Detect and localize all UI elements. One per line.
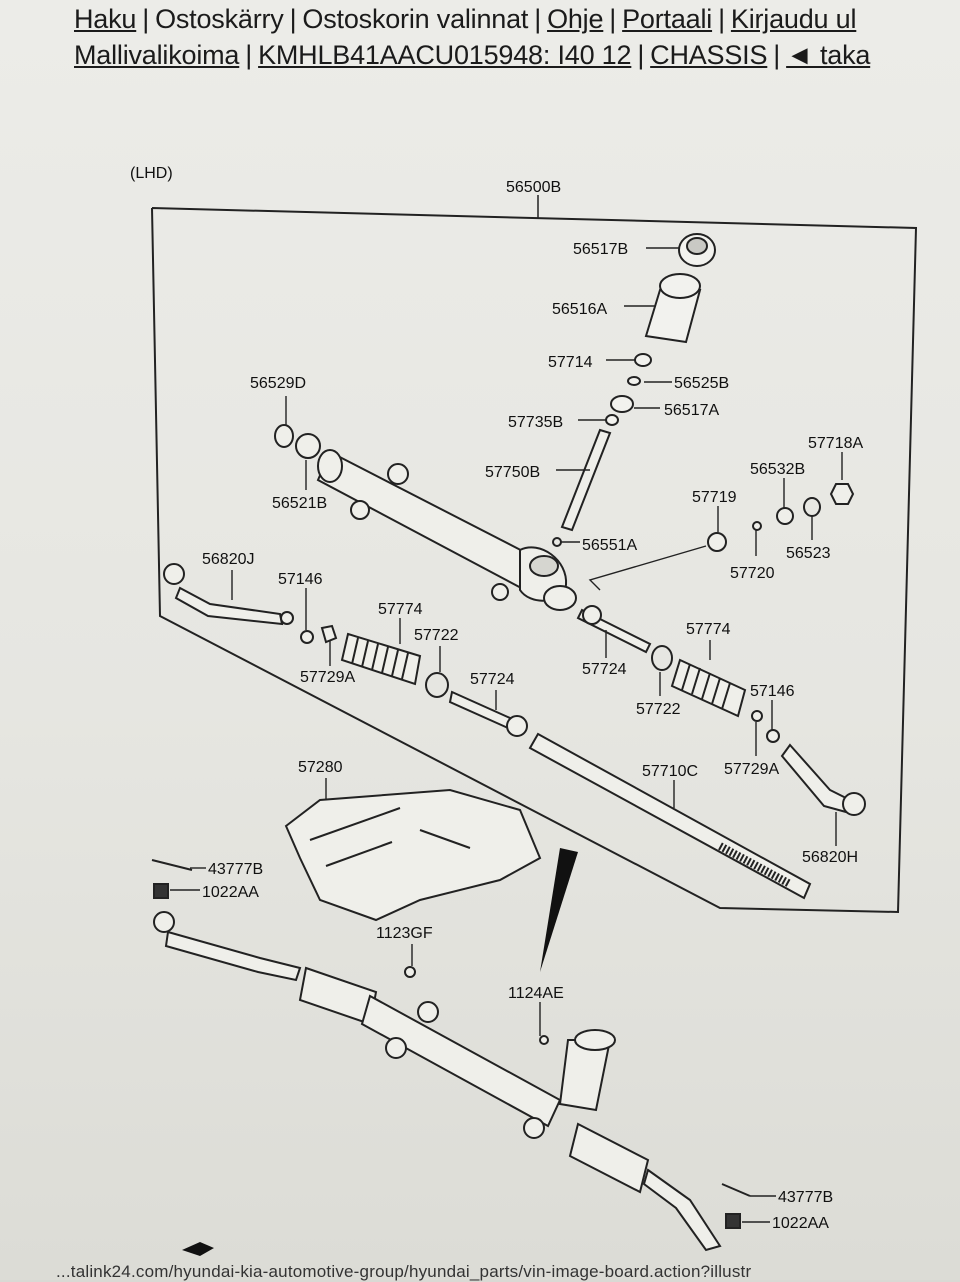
part-label-56820J: 56820J	[202, 551, 255, 568]
part-label-57729A-right: 57729A	[724, 761, 779, 778]
pinion-cap-part	[605, 233, 716, 426]
pinion-shaft-part	[552, 428, 612, 547]
left-bellows-part	[340, 632, 449, 698]
nav-separator: |	[534, 4, 542, 34]
nav-separator: |	[609, 4, 617, 34]
inner-tie-rod-parts	[448, 605, 673, 737]
right-fastener-parts	[707, 483, 855, 552]
lower-fastener-parts	[151, 859, 751, 1229]
part-label-56517A: 56517A	[664, 402, 719, 419]
nav-row1-item-4[interactable]: Portaali	[622, 4, 713, 34]
nav-row-1: Haku|Ostoskärry|Ostoskorin valinnat|Ohje…	[74, 4, 856, 35]
nav-row2-item-0[interactable]: Mallivalikoima	[74, 40, 240, 70]
part-label-1124AE: 1124AE	[508, 985, 564, 1002]
part-label-43777B-upper: 43777B	[208, 861, 263, 878]
part-label-56516A: 56516A	[552, 301, 607, 318]
part-label-57146-right: 57146	[750, 683, 795, 700]
part-label-1123GF: 1123GF	[376, 925, 433, 942]
left-tie-rod-end-part	[163, 563, 338, 644]
leader-lines	[170, 247, 843, 1223]
right-tie-rod-end-part	[780, 743, 866, 816]
part-label-57722-left: 57722	[414, 627, 459, 644]
part-label-57724-right: 57724	[582, 661, 627, 678]
part-label-56820H: 56820H	[802, 849, 858, 866]
part-label-1022AA-lower: 1022AA	[772, 1215, 829, 1232]
nav-row2-item-1[interactable]: KMHLB41AACU015948: I40 12	[258, 40, 632, 70]
nav-row1-item-2: Ostoskorin valinnat	[302, 4, 529, 34]
nav-row1-item-0[interactable]: Haku	[74, 4, 137, 34]
page-arrow-icon	[182, 1242, 214, 1256]
part-label-57710C: 57710C	[642, 763, 698, 780]
part-label-56523: 56523	[786, 545, 831, 562]
left-seal-parts	[274, 424, 321, 459]
nav-row-2: Mallivalikoima|KMHLB41AACU015948: I40 12…	[74, 40, 870, 71]
part-label-56551A: 56551A	[582, 537, 637, 554]
nav-separator: |	[142, 4, 150, 34]
part-label-1022AA-upper: 1022AA	[202, 884, 259, 901]
part-label-56532B: 56532B	[750, 461, 805, 478]
assembled-rack-part	[153, 911, 722, 1252]
direction-wedge-icon	[540, 848, 578, 972]
part-label-57750B: 57750B	[485, 464, 540, 481]
part-label-57722-right: 57722	[636, 701, 681, 718]
part-label-56517B: 56517B	[573, 241, 628, 258]
part-label-57729A-left: 57729A	[300, 669, 355, 686]
part-label-57724-left: 57724	[470, 671, 515, 688]
part-label-57718A: 57718A	[808, 435, 863, 452]
nav-row2-item-2[interactable]: CHASSIS	[650, 40, 768, 70]
nav-separator: |	[773, 40, 781, 70]
part-label-56525B: 56525B	[674, 375, 729, 392]
part-label-57735B: 57735B	[508, 414, 563, 431]
nav-row1-item-3[interactable]: Ohje	[547, 4, 604, 34]
part-label-57774-left: 57774	[378, 601, 423, 618]
part-label-56529D: 56529D	[250, 375, 306, 392]
nav-separator: |	[637, 40, 645, 70]
steering-rack-bar-part	[528, 732, 812, 900]
nav-separator: |	[289, 4, 297, 34]
variant-label: (LHD)	[130, 165, 173, 182]
part-label-43777B-lower: 43777B	[778, 1189, 833, 1206]
part-label-56500B: 56500B	[506, 179, 561, 196]
nav-row1-item-1: Ostoskärry	[155, 4, 284, 34]
part-label-57280: 57280	[298, 759, 343, 776]
nav-row1-item-5[interactable]: Kirjaudu ul	[730, 4, 857, 34]
part-labels: (LHD) 56500B 56517B 56516A 57714 56525B …	[130, 165, 863, 1232]
part-label-56521B: 56521B	[272, 495, 327, 512]
nav-row2-item-3[interactable]: ◄ taka	[786, 40, 871, 70]
right-bellows-part	[670, 658, 780, 743]
part-label-57720: 57720	[730, 565, 775, 582]
footer-url: ...talink24.com/hyundai-kia-automotive-g…	[56, 1262, 752, 1281]
part-label-57774-right: 57774	[686, 621, 731, 638]
part-label-57146-left: 57146	[278, 571, 323, 588]
part-label-57719: 57719	[692, 489, 737, 506]
heat-shield-part	[284, 788, 542, 922]
assembly-frame	[151, 207, 918, 914]
rack-housing-part	[316, 449, 577, 611]
part-label-57714: 57714	[548, 354, 593, 371]
nav-separator: |	[718, 4, 725, 34]
nav-separator: |	[245, 40, 253, 70]
